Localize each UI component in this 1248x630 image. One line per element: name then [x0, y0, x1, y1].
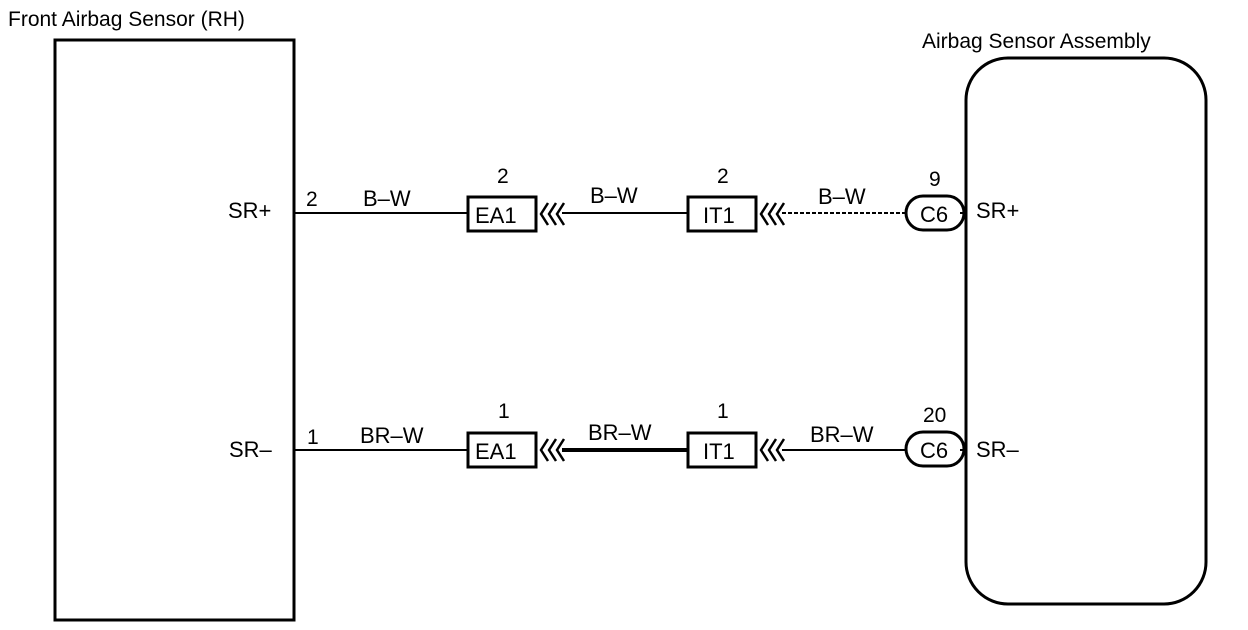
bottom-it1-connector [686, 431, 758, 469]
airbag-sensor-assembly-title: Airbag Sensor Assembly [922, 30, 1151, 53]
airbag-sensor-assembly-box [964, 56, 1208, 606]
top-right-pin-label: SR+ [976, 198, 1019, 223]
top-wire-color-2: B–W [590, 183, 638, 208]
bottom-left-pin-label: SR– [229, 437, 273, 462]
bottom-it1-chevron-icon [759, 438, 786, 462]
top-left-pin-number: 2 [306, 188, 318, 211]
bottom-right-pin-label: SR– [976, 437, 1020, 462]
top-left-pin-label: SR+ [228, 198, 271, 223]
top-c6-pin-number: 9 [929, 168, 941, 191]
bottom-ea1-pin-number: 1 [498, 400, 510, 423]
top-it1-connector [686, 195, 758, 233]
bottom-ea1-label: EA1 [475, 439, 517, 464]
top-ea1-pin-number: 2 [497, 165, 509, 188]
bottom-wire-color-3: BR–W [810, 422, 874, 447]
top-wire-color-3: B–W [818, 184, 866, 209]
bottom-wire-color-2: BR–W [588, 420, 652, 445]
top-ea1-connector [466, 195, 538, 233]
top-it1-pin-number: 2 [717, 165, 729, 188]
top-it1-label: IT1 [703, 203, 735, 228]
bottom-ea1-connector [466, 431, 538, 469]
bottom-left-pin-number: 1 [307, 426, 319, 449]
bottom-it1-pin-number: 1 [717, 400, 729, 423]
front-airbag-sensor-title: Front Airbag Sensor (RH) [8, 8, 245, 31]
top-wire-color-1: B–W [363, 186, 411, 211]
bottom-c6-connector [904, 430, 966, 468]
bottom-it1-label: IT1 [703, 439, 735, 464]
front-airbag-sensor-box [53, 38, 296, 622]
bottom-c6-label: C6 [920, 438, 948, 463]
top-ea1-label: EA1 [475, 203, 517, 228]
top-c6-connector [904, 194, 966, 232]
top-it1-chevron-icon [759, 202, 786, 226]
bottom-ea1-chevron-icon [539, 438, 566, 462]
top-ea1-chevron-icon [539, 202, 566, 226]
bottom-c6-pin-number: 20 [923, 404, 946, 427]
bottom-wire-color-1: BR–W [360, 423, 424, 448]
top-c6-label: C6 [920, 202, 948, 227]
